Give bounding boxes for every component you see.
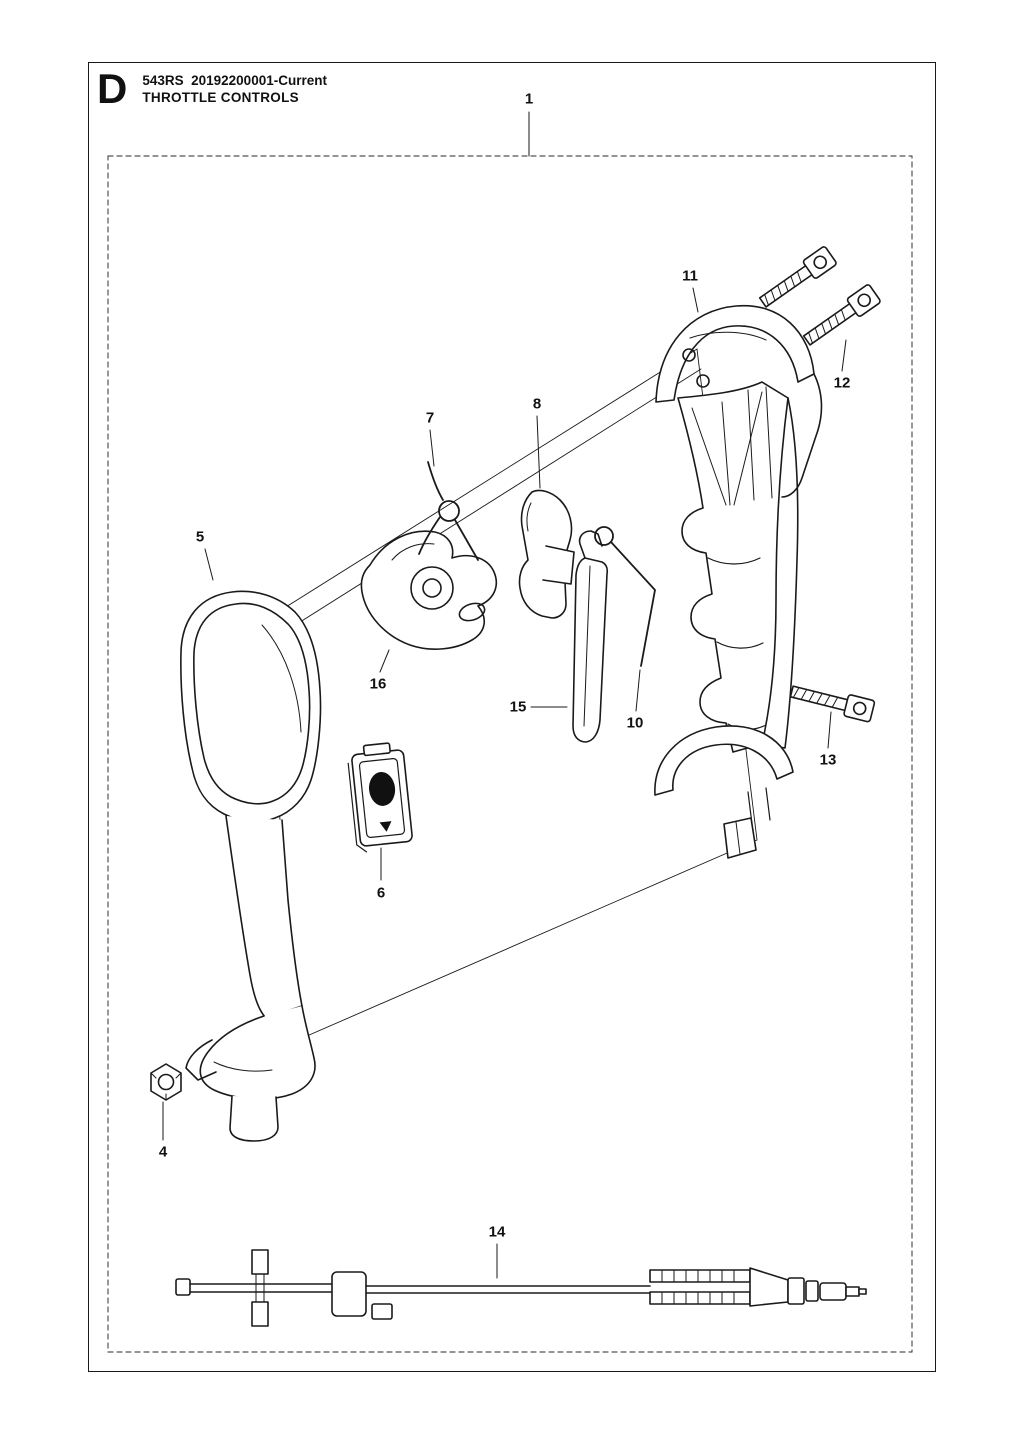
part-trigger-spring bbox=[419, 462, 478, 560]
callout-14: 14 bbox=[488, 1223, 506, 1241]
callout-16: 16 bbox=[369, 675, 387, 693]
model-title: 543RS 20192200001-Current bbox=[142, 73, 327, 88]
part-wire-link bbox=[595, 527, 655, 666]
part-handle-top-cover bbox=[656, 306, 821, 497]
part-throttle-trigger bbox=[361, 531, 496, 649]
callout-13: 13 bbox=[819, 751, 837, 769]
callout-12: 12 bbox=[833, 374, 851, 392]
assembly-boundary-dashed-box bbox=[108, 156, 912, 1352]
part-nut bbox=[151, 1064, 181, 1100]
diagram-subtitle: THROTTLE CONTROLS bbox=[142, 90, 299, 105]
callout-1: 1 bbox=[524, 90, 534, 108]
diagram-header: D 543RS 20192200001-Current THROTTLE CON… bbox=[97, 65, 327, 112]
callout-11: 11 bbox=[682, 267, 698, 285]
part-throttle-cable bbox=[176, 1250, 866, 1326]
callout-leader-lines bbox=[163, 112, 846, 1278]
part-throttle-lockout bbox=[519, 490, 574, 618]
callout-6: 6 bbox=[376, 884, 386, 902]
part-housing-screw bbox=[788, 680, 876, 724]
callout-4: 4 bbox=[158, 1143, 168, 1161]
part-stop-switch bbox=[347, 742, 414, 853]
callout-7: 7 bbox=[425, 409, 435, 427]
callout-10: 10 bbox=[626, 714, 644, 732]
part-lever-blade bbox=[573, 531, 607, 742]
callout-5: 5 bbox=[195, 528, 205, 546]
callout-8: 8 bbox=[532, 395, 542, 413]
callout-15: 15 bbox=[509, 698, 527, 716]
part-front-handle-grip bbox=[181, 591, 321, 1141]
title-block: 543RS 20192200001-Current THROTTLE CONTR… bbox=[142, 71, 327, 105]
part-handle-shell bbox=[655, 382, 798, 858]
section-letter: D bbox=[97, 65, 129, 112]
alignment-lines bbox=[262, 349, 757, 1039]
